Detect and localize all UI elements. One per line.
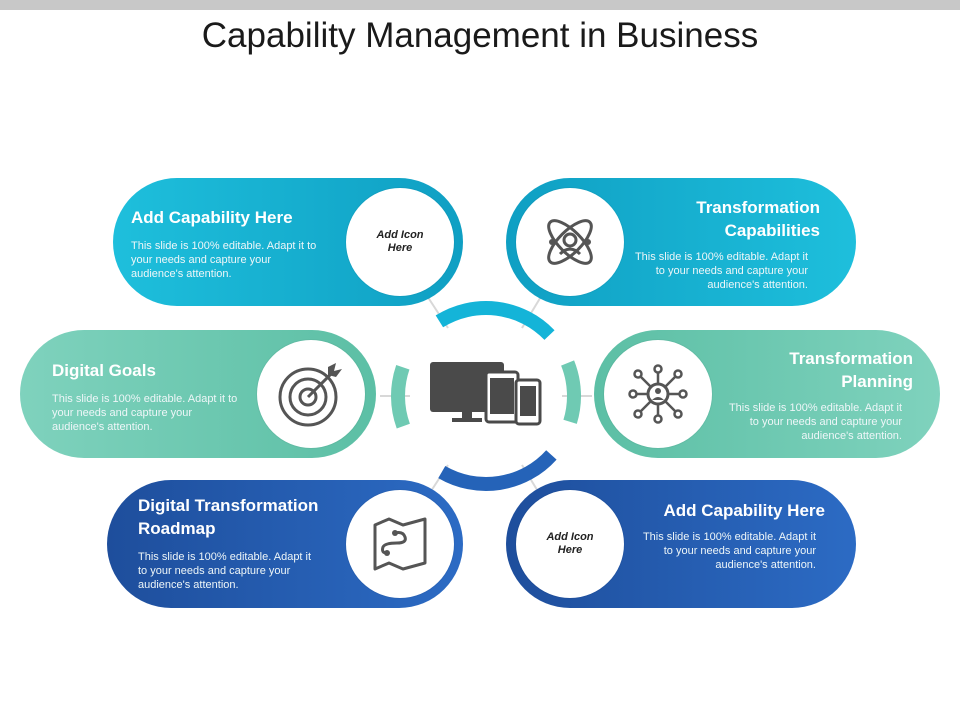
card-3-title: Digital Goals (52, 361, 156, 380)
card-4-desc: This slide is 100% editable. Adapt it to… (728, 402, 902, 442)
add-icon-placeholder: Add Icon Here (376, 229, 424, 254)
card-6: Add Capability Here This slide is 100% e… (630, 499, 825, 572)
card-1-title: Add Capability Here (131, 208, 293, 227)
card-4-title: Transformation Planning (789, 349, 913, 391)
card-5: Digital Transformation Roadmap This slid… (138, 494, 343, 592)
card-4: Transformation Planning This slide is 10… (716, 347, 913, 443)
top-bar (0, 0, 960, 10)
atom-icon (547, 219, 593, 265)
card-1: Add Capability Here This slide is 100% e… (131, 206, 321, 281)
card-5-icon-circle (346, 490, 454, 598)
card-4-icon-circle (604, 340, 712, 448)
card-2-icon-circle (516, 188, 624, 296)
card-1-desc: This slide is 100% editable. Adapt it to… (131, 240, 317, 280)
devices-icon (430, 362, 542, 426)
card-6-title: Add Capability Here (663, 501, 825, 520)
card-3-icon-circle (257, 340, 365, 448)
card-1-icon-circle: Add Icon Here (346, 188, 454, 296)
card-2-desc: This slide is 100% editable. Adapt it to… (634, 251, 808, 291)
card-2-title: Transformation Capabilities (696, 198, 820, 240)
card-3: Digital Goals This slide is 100% editabl… (52, 359, 242, 434)
card-6-desc: This slide is 100% editable. Adapt it to… (642, 531, 816, 571)
map-icon (373, 517, 427, 571)
page-title: Capability Management in Business (201, 16, 759, 55)
card-3-desc: This slide is 100% editable. Adapt it to… (52, 393, 238, 433)
target-icon (278, 363, 342, 427)
card-2: Transformation Capabilities This slide i… (626, 196, 820, 292)
card-5-title: Digital Transformation Roadmap (138, 496, 319, 538)
add-icon-placeholder: Add Icon Here (546, 531, 594, 556)
card-6-icon-circle: Add Icon Here (516, 490, 624, 598)
card-5-desc: This slide is 100% editable. Adapt it to… (138, 551, 312, 591)
network-icon (628, 364, 688, 424)
